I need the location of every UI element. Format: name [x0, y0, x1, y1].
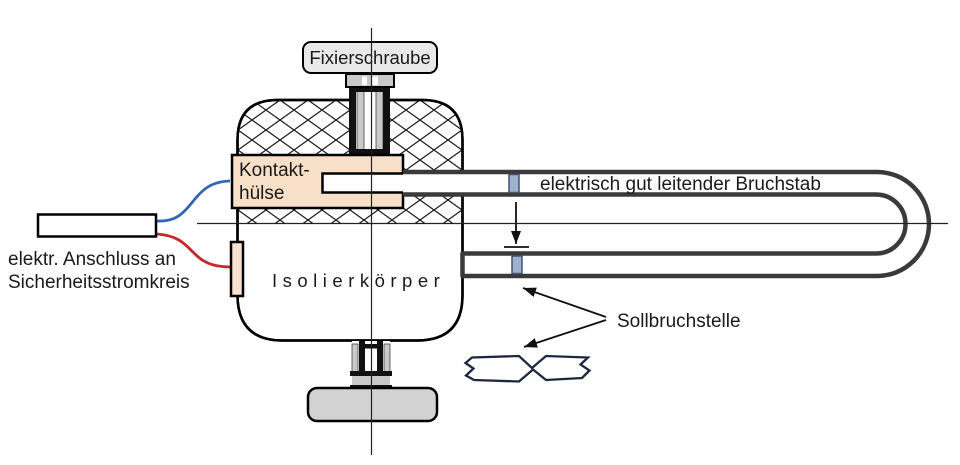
fixing-screw-label-box: [302, 41, 438, 74]
screw-wall-left: [349, 86, 356, 156]
screw-bottom-bar: [351, 149, 390, 156]
bottom-thread-left: [351, 343, 359, 373]
contact-sleeve-label-line2: hülse: [239, 183, 284, 204]
breaking-point-arrow-upper: [522, 287, 607, 318]
screw-washer: [345, 73, 395, 88]
broken-rod-symbol: [463, 354, 592, 383]
wire-red: [156, 232, 232, 269]
bottom-wall-right: [377, 341, 383, 372]
screw-top-bar: [349, 86, 390, 92]
washer-gap-right: [371, 76, 378, 85]
connector-block: [36, 213, 158, 238]
insulating-body-label: Isolierkörper: [272, 270, 445, 291]
drop-arrow: [504, 202, 529, 248]
contact-sleeve-label-line1: Kontakt-: [239, 160, 310, 181]
connection-label-line1: elektr. Anschluss an: [8, 249, 176, 270]
fixing-screw-label: Fixierschraube: [309, 47, 430, 68]
sleeve-slot: [321, 172, 403, 194]
wire-blue: [156, 179, 231, 223]
bottom-wall-left: [359, 341, 365, 372]
washer-gap-left: [362, 76, 367, 85]
contact-pin: [229, 240, 245, 298]
bottom-thread-right: [383, 343, 391, 373]
break-marker-bottom: [511, 255, 523, 275]
insulating-body-border: [236, 98, 464, 342]
breaking-rod: [403, 169, 932, 279]
screw-thread-right: [375, 87, 384, 155]
breaking-point-arrow-lower: [523, 319, 607, 348]
adjustment-knob: [306, 386, 439, 423]
screw-wall-right: [383, 86, 390, 156]
connection-label-line2: Sicherheitsstromkreis: [8, 272, 190, 293]
break-marker-top: [508, 173, 520, 194]
breaking-point-label: Sollbruchstelle: [617, 311, 741, 332]
screw-thread-left: [356, 87, 365, 155]
fixing-screw-shaft: [345, 73, 395, 156]
breaking-rod-label: elektrisch gut leitender Bruchstab: [540, 174, 821, 195]
